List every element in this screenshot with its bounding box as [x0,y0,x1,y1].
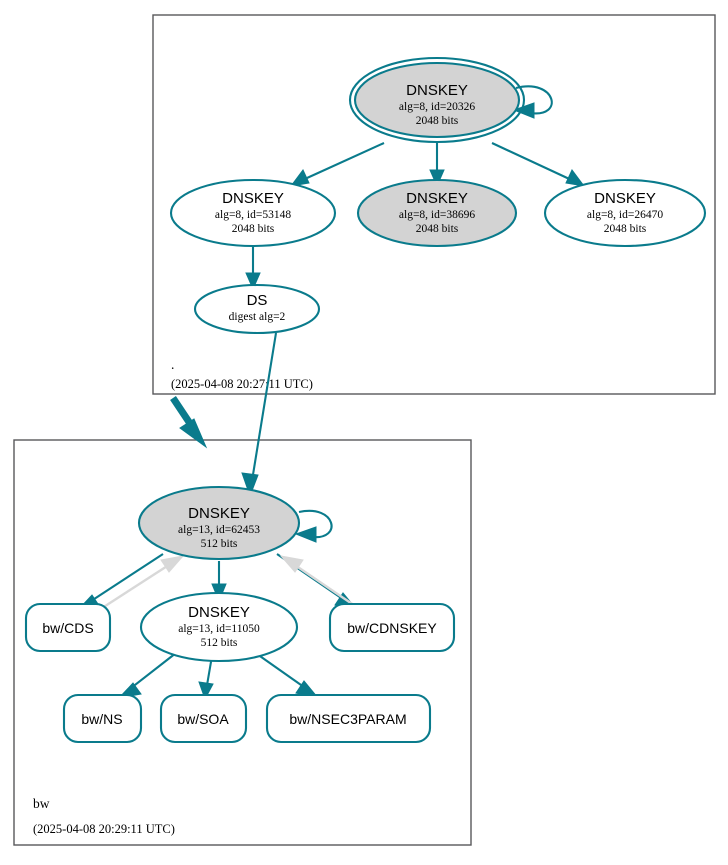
edge-root-ksk-to-zsk38696 [429,143,445,188]
node-title: DNSKEY [594,190,656,207]
node-title: DNSKEY [188,604,250,621]
edge-root-ksk-to-zsk53148 [289,142,385,187]
node-line3: 2048 bits [416,115,459,127]
node-root-dnskey-26470[interactable]: DNSKEY alg=8, id=26470 2048 bits [543,178,707,248]
node-line2: alg=8, id=53148 [215,209,291,221]
node-line3: 512 bits [201,538,238,550]
node-line3: 2048 bits [604,223,647,235]
node-line2: alg=8, id=20326 [399,101,475,113]
node-title: DNSKEY [222,190,284,207]
edge-root-ds-to-bw-ksk [241,332,278,498]
node-line2: alg=13, id=62453 [178,524,260,536]
edge-bw-ksk-self-loop [294,509,333,543]
node-root-dnskey-53148[interactable]: DNSKEY alg=8, id=53148 2048 bits [169,178,337,248]
edge-bw-cds-to-ksk [95,555,185,614]
zone-label-bw-timestamp: (2025-04-08 20:29:11 UTC) [33,822,175,836]
node-bw-dnskey-11050[interactable]: DNSKEY alg=13, id=11050 512 bits [139,591,299,663]
node-root-dnskey-20326[interactable]: DNSKEY alg=8, id=20326 2048 bits [348,56,526,144]
node-bw-dnskey-62453[interactable]: DNSKEY alg=13, id=62453 512 bits [137,485,301,561]
edge-root-ksk-to-zsk26470 [491,142,586,187]
zone-label-root-timestamp: (2025-04-08 20:27:11 UTC) [171,377,313,391]
node-line2: alg=8, id=38696 [399,209,475,221]
node-title: DNSKEY [188,505,250,522]
node-label: bw/CDS [42,620,93,636]
node-line3: 512 bits [201,637,238,649]
node-root-ds[interactable]: DS digest alg=2 [193,283,321,335]
node-title: DNSKEY [406,82,468,99]
zone-label-root-name: . [171,357,174,372]
node-line3: 2048 bits [416,223,459,235]
node-label: bw/CDNSKEY [347,620,437,636]
node-bw-nsec3param[interactable]: bw/NSEC3PARAM [265,693,432,744]
node-title: DNSKEY [406,190,468,207]
edge-delegation-root-to-bw [170,396,208,449]
node-root-dnskey-38696[interactable]: DNSKEY alg=8, id=38696 2048 bits [356,178,518,248]
node-line2: alg=13, id=11050 [178,623,260,635]
zone-label-bw-name: bw [33,796,50,811]
node-bw-ns[interactable]: bw/NS [62,693,143,744]
node-label: bw/NS [81,711,122,727]
node-bw-cds[interactable]: bw/CDS [24,602,112,653]
node-line3: 2048 bits [232,223,275,235]
node-title: DS [247,292,268,309]
node-bw-cdnskey[interactable]: bw/CDNSKEY [328,602,456,653]
edge-root-zsk53148-to-ds [245,243,261,291]
node-line2: alg=8, id=26470 [587,209,663,221]
node-line2: digest alg=2 [229,311,286,323]
node-label: bw/SOA [177,711,229,727]
node-label: bw/NSEC3PARAM [289,711,406,727]
node-bw-soa[interactable]: bw/SOA [159,693,248,744]
